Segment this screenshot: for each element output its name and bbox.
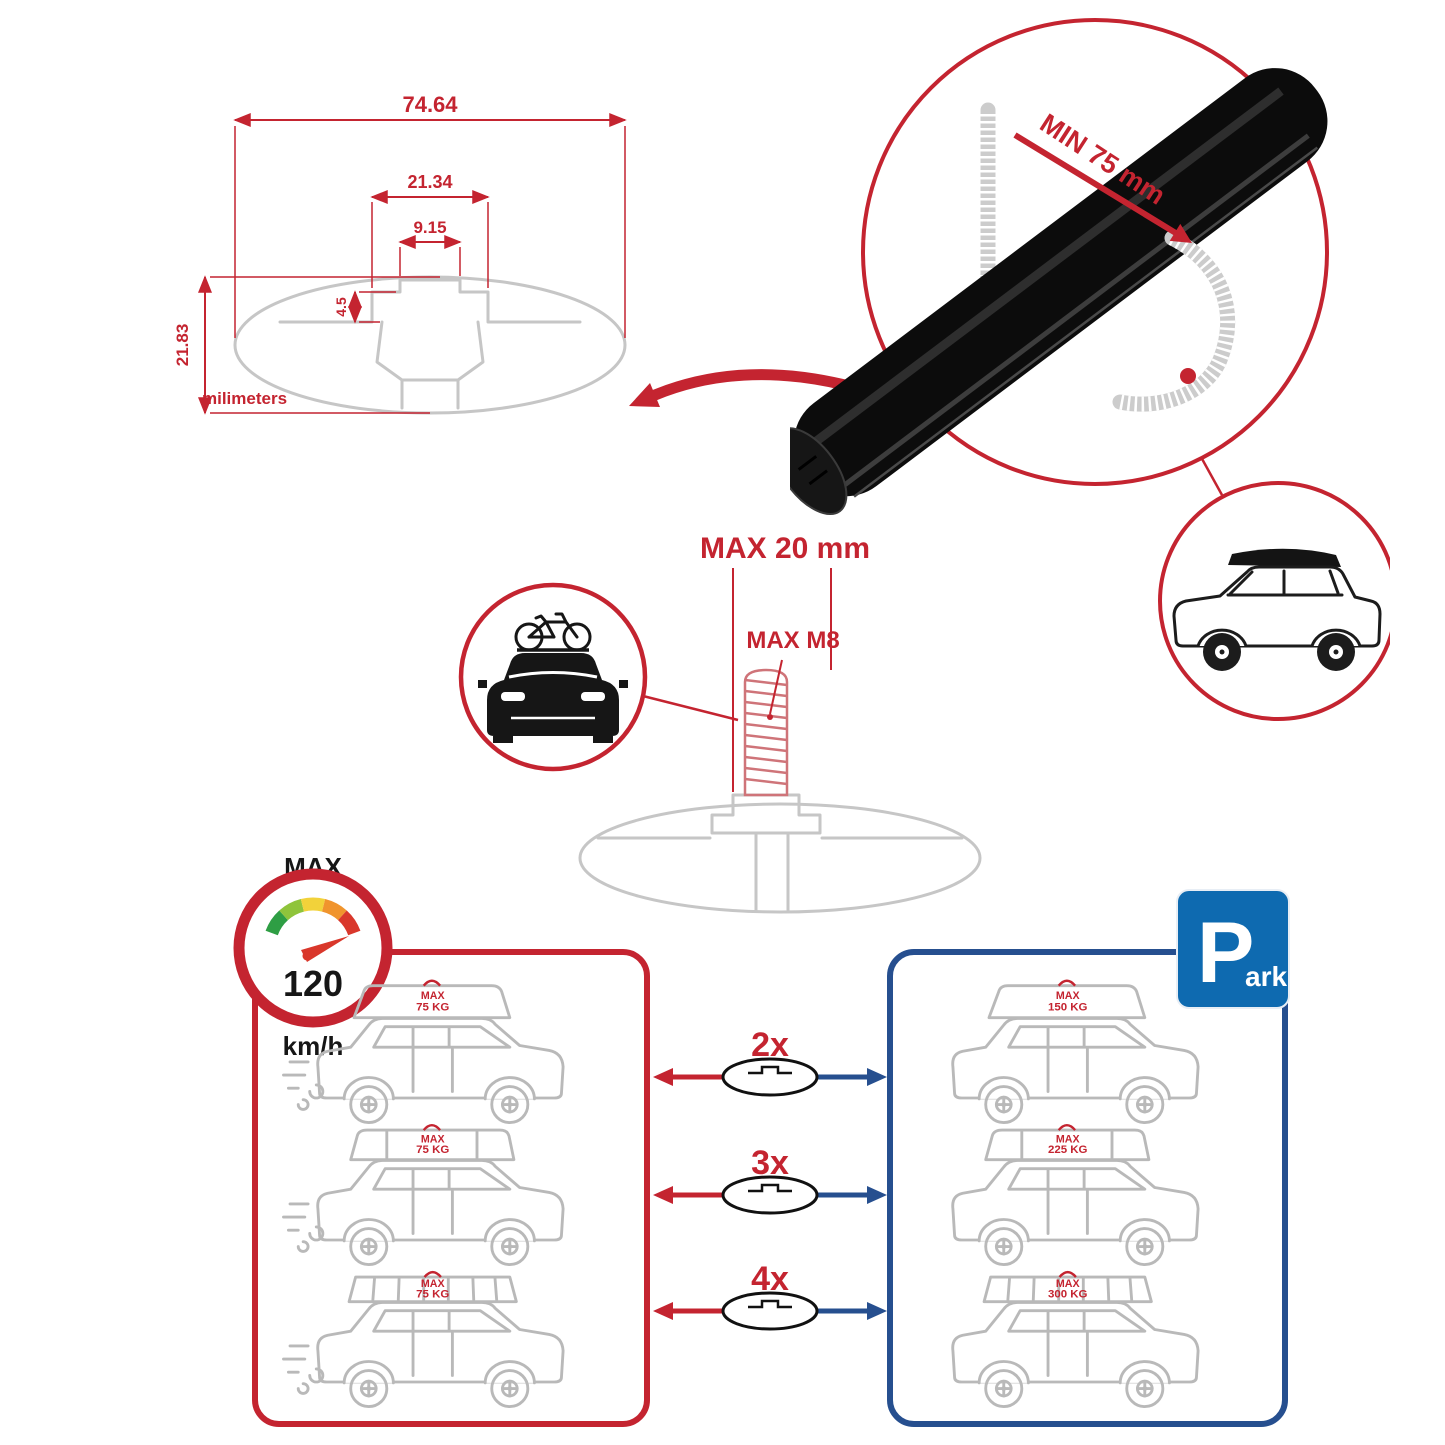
driving-panel-frame	[252, 949, 650, 1427]
max-thread-label: MAX M8	[746, 627, 839, 654]
dim-total-width: 74.64	[233, 92, 627, 338]
parked-panel-frame	[887, 949, 1288, 1427]
parked-car-3: MAX 300 KG	[951, 1270, 1200, 1409]
multiplier-row-3: 4x	[653, 1260, 887, 1331]
right-arrow-icon	[867, 1068, 887, 1086]
load-value: 75 KG	[416, 1144, 449, 1156]
load-label: MAX	[1056, 990, 1081, 1002]
pointer-arrow-shaft	[649, 369, 850, 401]
speedometer-needle	[301, 936, 349, 962]
min-grip-arrow	[1013, 132, 1192, 243]
dim-total-width-label: 74.64	[402, 92, 458, 117]
bike-icon	[514, 612, 592, 652]
load-label: MAX	[421, 1133, 446, 1145]
load-label: MAX	[1056, 1278, 1081, 1290]
connector-line	[1199, 456, 1224, 496]
dim-step-height-label: 4.5	[333, 297, 349, 317]
load-value: 75 KG	[416, 1289, 449, 1301]
dim-slot-inner-label: 9.15	[413, 218, 446, 237]
speedometer-icon: 120	[233, 868, 393, 1028]
driving-car-3: MAX 75 KG	[282, 1270, 565, 1409]
bolt-thread-icon	[743, 668, 789, 797]
parked-car-2: MAX 225 KG	[951, 1123, 1200, 1267]
cross-section-with-slot	[578, 802, 982, 914]
max-length-extension-lines	[732, 568, 832, 792]
load-label: MAX	[421, 990, 446, 1002]
dim-step-height: 4.5	[333, 290, 396, 324]
speed-unit-label: km/h	[283, 1031, 344, 1061]
unit-label: milimeters	[202, 389, 287, 408]
driving-car-2: MAX 75 KG	[282, 1123, 565, 1267]
parked-car-1: MAX 150 KG	[951, 979, 1200, 1125]
crossbar-profile-icon	[721, 1291, 819, 1331]
left-arrow-icon	[653, 1302, 673, 1320]
t-nut-icon	[710, 793, 822, 835]
right-arrow-icon	[867, 1302, 887, 1320]
load-label: MAX	[1056, 1133, 1081, 1145]
detail-pointer-arrow	[629, 369, 850, 407]
circle-bolt-connector	[642, 694, 739, 722]
parking-sign: P ark	[1176, 889, 1290, 1009]
load-panels: MAX 120 km/h P ark 2x	[233, 852, 1290, 1427]
u-bolt-hook-icon	[1112, 230, 1236, 412]
car-front-bike-icon	[478, 612, 628, 743]
crossbar-profile-icon	[721, 1057, 819, 1097]
mount-bolt-diagram: MAX 20 mm MAX M8	[458, 532, 982, 914]
dim-slot-outer-label: 21.34	[407, 172, 452, 192]
dim-slot-outer-width: 21.34	[370, 172, 490, 288]
dim-slot-inner-width: 9.15	[398, 218, 462, 276]
load-label: MAX	[421, 1278, 446, 1290]
dimension-diagram: 74.64 21.34 9.15 4.5 21.83	[173, 92, 627, 415]
load-value: 300 KG	[1048, 1289, 1088, 1301]
right-arrow-icon	[867, 1186, 887, 1204]
suv-roofbox-icon	[1172, 548, 1382, 671]
pointer-arrow-head	[629, 383, 660, 407]
detail-circle-outline	[861, 18, 1329, 486]
left-arrow-icon	[653, 1068, 673, 1086]
left-arrow-icon	[653, 1186, 673, 1204]
driving-car-1: MAX 75 KG	[282, 979, 565, 1125]
speed-value: 120	[283, 963, 343, 1004]
parking-suffix: ark	[1245, 961, 1287, 992]
crossbar-profile-icon	[721, 1175, 819, 1215]
crossbar-detail-circle: MIN 75 mm	[790, 18, 1390, 721]
multiplier-row-2: 3x	[653, 1144, 887, 1215]
crossbar-cross-section-outline	[233, 275, 627, 415]
clamp-point-dot	[1180, 368, 1196, 384]
load-value: 75 KG	[416, 1001, 449, 1013]
load-value: 150 KG	[1048, 1001, 1088, 1013]
load-value: 225 KG	[1048, 1144, 1088, 1156]
dim-total-height: 21.83	[173, 275, 440, 415]
max-thread-pointer	[767, 659, 783, 720]
dim-total-height-label: 21.83	[173, 324, 192, 367]
multiplier-row-1: 2x	[653, 1026, 887, 1097]
max-length-label: MAX 20 mm	[700, 532, 870, 565]
crossbar-3d-icon	[790, 68, 1328, 516]
parking-letter: P	[1197, 905, 1254, 1001]
